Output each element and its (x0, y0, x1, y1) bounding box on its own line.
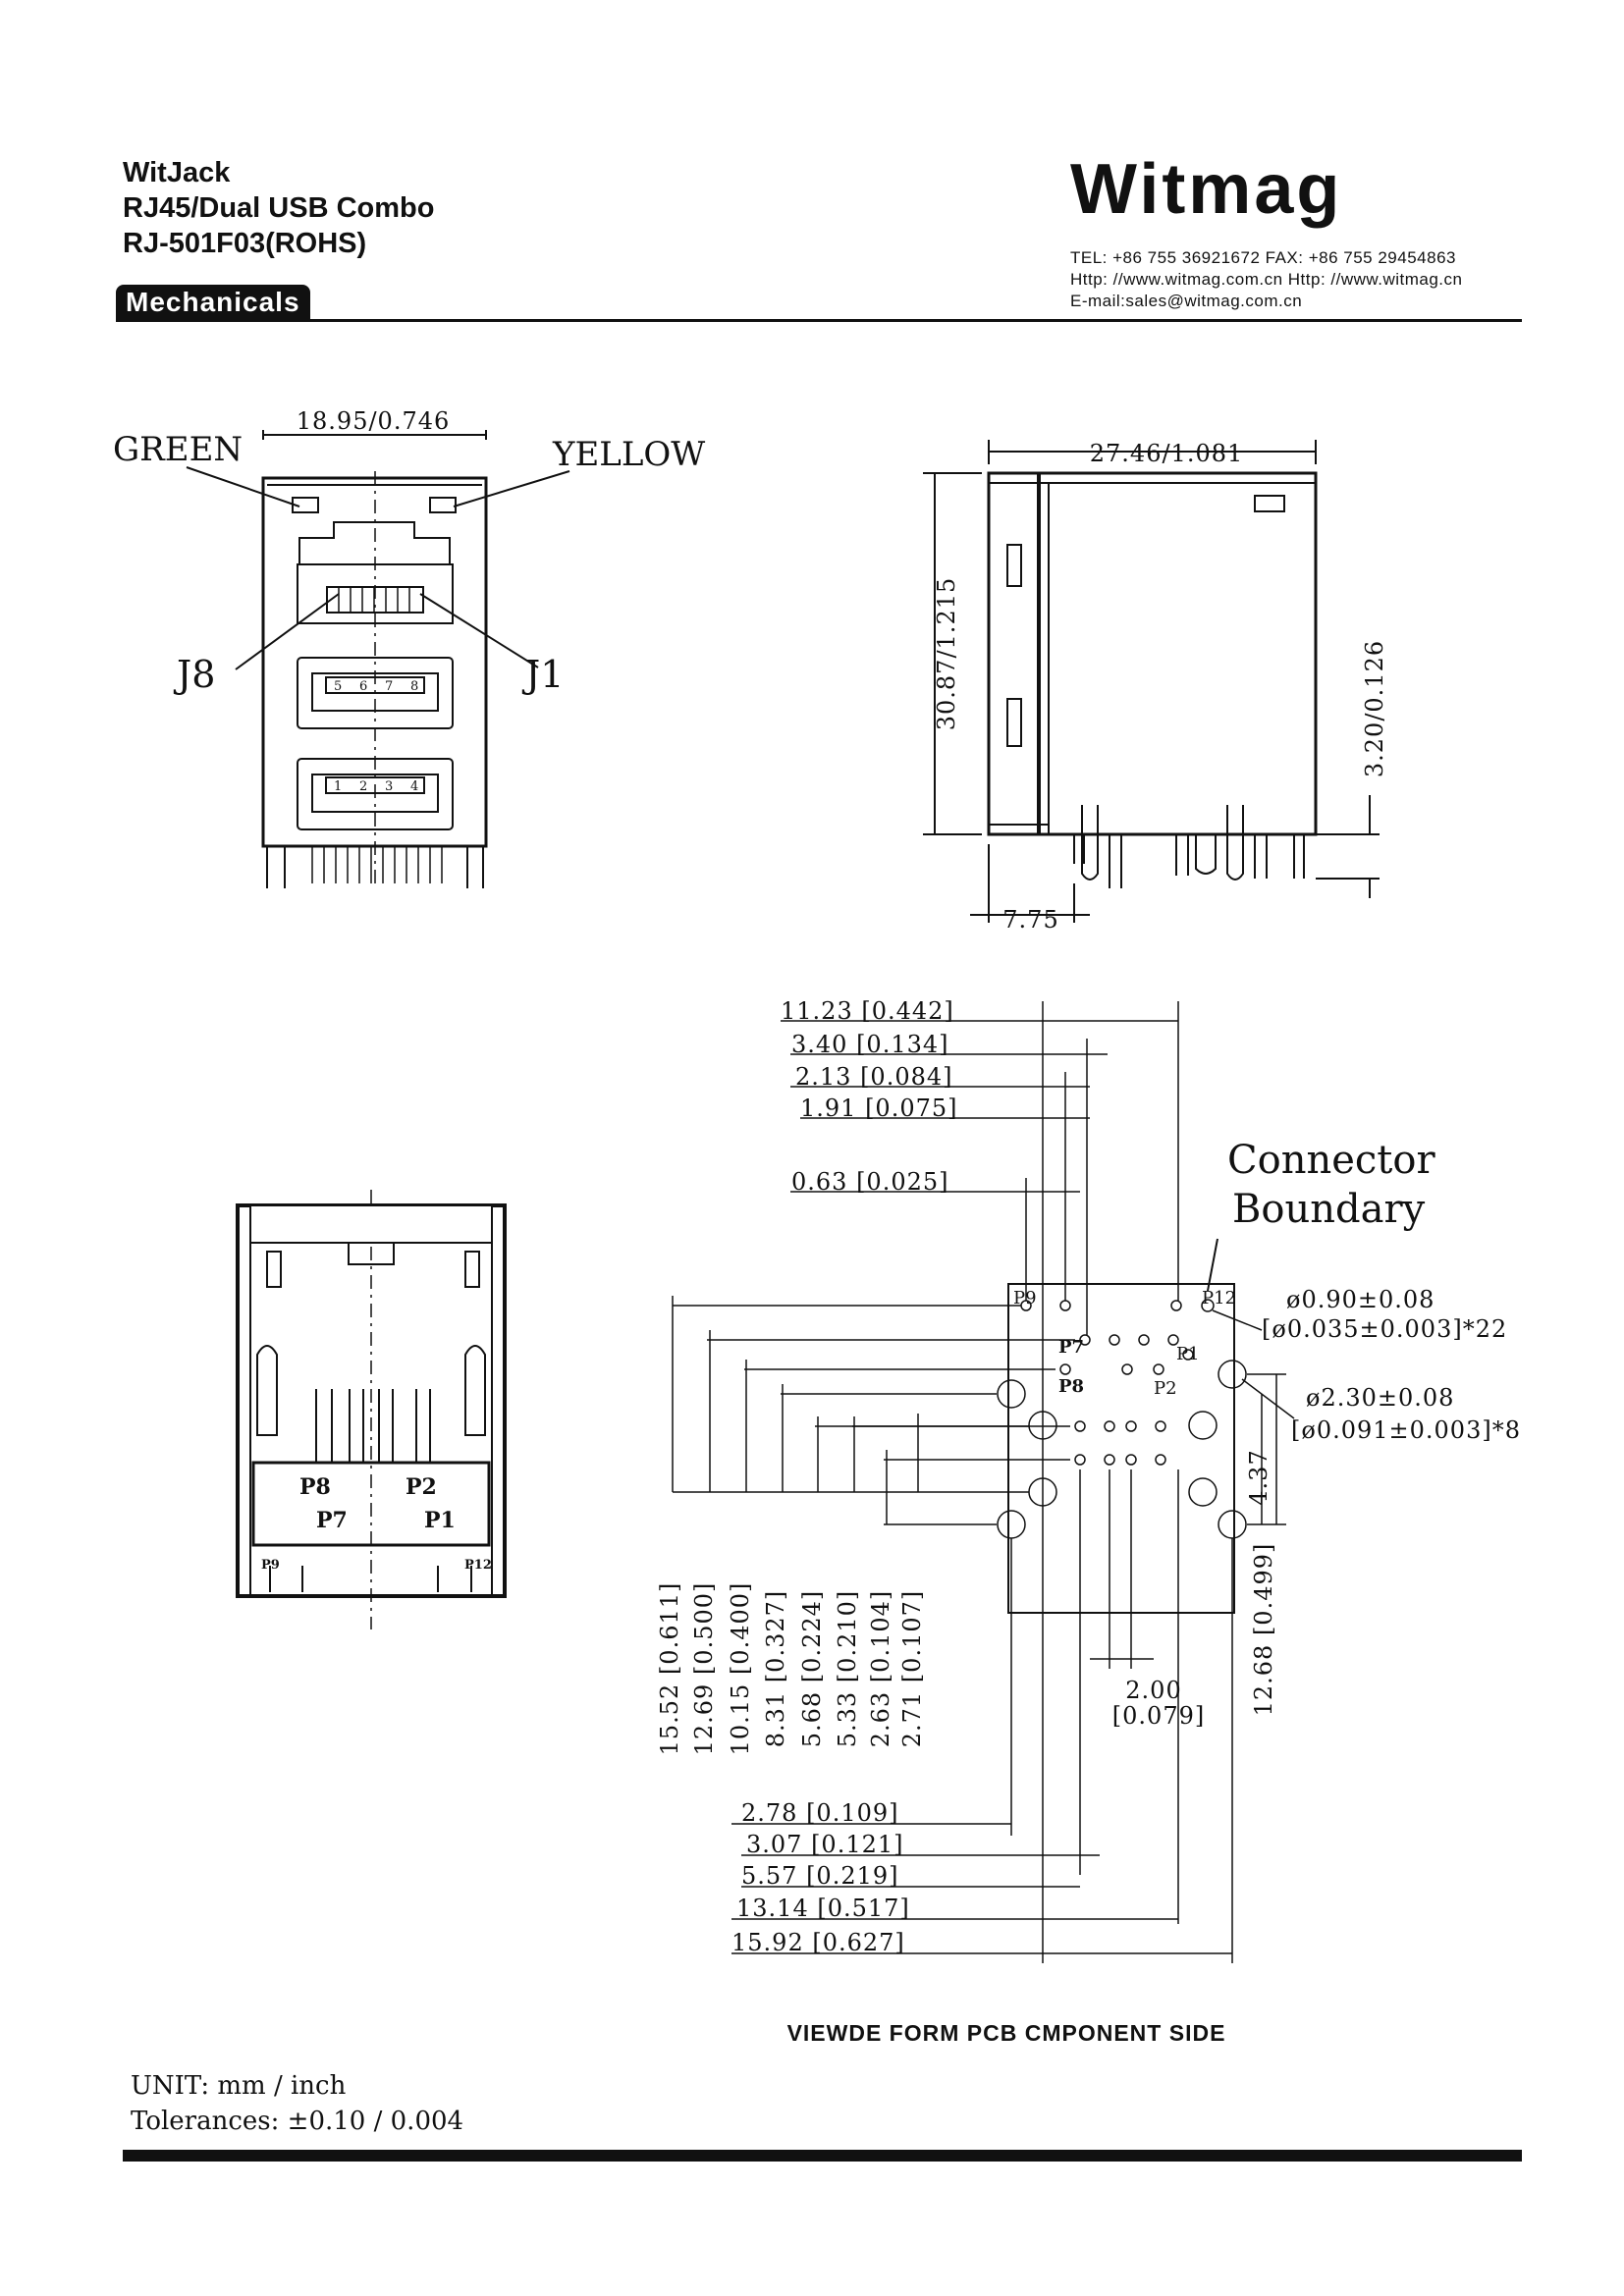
bottom-pin-p7: P7 (316, 1508, 348, 1533)
contact-email: E-mail:sales@witmag.com.cn (1070, 292, 1303, 310)
pin-j8-label: J8 (173, 653, 215, 696)
pcb-pin-p12: P12 (1202, 1288, 1236, 1308)
dim-4-37: 4.37 (1245, 1449, 1272, 1505)
unit-line: UNIT: mm / inch (131, 2071, 347, 2101)
dim-0-63: 0.63 [0.025] (791, 1168, 949, 1196)
usb-top-pin-6: 6 (359, 679, 367, 694)
usb-top-pin-7: 7 (385, 679, 393, 694)
pcb-pin-p1: P1 (1176, 1344, 1200, 1364)
usb-top-pin-8: 8 (410, 679, 418, 694)
dim-13-14: 13.14 [0.517] (736, 1895, 910, 1922)
bottom-view: P8 P2 P7 P1 P9 P12 (236, 1190, 507, 1629)
connector-label-line1: Connector (1227, 1138, 1435, 1183)
green-led-window (292, 497, 319, 513)
led-green-label: GREEN (113, 430, 243, 469)
usb-port-bottom (297, 758, 454, 830)
rj45-port (298, 521, 451, 564)
pcb-pin-p9: P9 (1013, 1288, 1037, 1308)
dim-5-68: 5.68 [0.224] (798, 1590, 826, 1748)
bottom-pin-p1: P1 (424, 1508, 456, 1533)
usb-bottom-pin-4: 4 (410, 779, 418, 794)
dim-2-00-inch: [0.079] (1112, 1702, 1205, 1730)
large-hole-dia-inch: [ø0.091±0.003]*8 (1291, 1416, 1521, 1444)
bottom-pin-p12: P12 (464, 1558, 492, 1573)
side-offset-dim: 7.75 (1002, 906, 1058, 934)
contact-web: Http: //www.witmag.com.cn Http: //www.wi… (1070, 270, 1463, 289)
dim-5-57: 5.57 [0.219] (741, 1862, 899, 1890)
dim-2-63: 2.63 [0.104] (867, 1590, 894, 1748)
side-depth-dim: 27.46/1.081 (1090, 440, 1244, 467)
dim-1-91: 1.91 [0.075] (800, 1095, 958, 1122)
pcb-pin-p8: P8 (1058, 1376, 1084, 1397)
usb-bottom-pin-2: 2 (359, 779, 367, 794)
units-note: UNIT: mm / inch Tolerances: ±0.10 / 0.00… (131, 2068, 463, 2139)
connector-boundary (1007, 1283, 1235, 1614)
led-yellow-label: YELLOW (552, 435, 705, 474)
company-logo: Witmag (1070, 150, 1343, 229)
usb-top-pin-5: 5 (334, 679, 342, 694)
dim-15-52: 15.52 [0.611] (656, 1582, 683, 1756)
title-line-brand: WitJack (123, 157, 231, 188)
usb-port-top (297, 657, 454, 729)
title-line-part-number: RJ-501F03(ROHS) (123, 228, 367, 259)
dim-11-23: 11.23 [0.442] (781, 997, 954, 1025)
dim-2-78: 2.78 [0.109] (741, 1799, 899, 1827)
large-hole-dia: ø2.30±0.08 (1306, 1384, 1454, 1412)
side-view: 27.46/1.081 30.87/1.215 3.20/0.126 (923, 440, 1388, 934)
footer-divider (123, 2150, 1522, 2162)
dim-12-68: 12.68 [0.499] (1250, 1543, 1277, 1717)
connector-label-line2: Boundary (1232, 1187, 1426, 1232)
front-view: 18.95/0.746 GREEN YELLOW J8 J1 (113, 407, 705, 888)
small-holes (1020, 1299, 1215, 1466)
contact-info: TEL: +86 755 36921672 FAX: +86 755 29454… (1070, 247, 1462, 312)
dim-12-69: 12.69 [0.500] (690, 1582, 718, 1756)
pin-j1-label: J1 (521, 653, 564, 696)
tolerance-line: Tolerances: ±0.10 / 0.004 (131, 2107, 464, 2136)
large-holes (997, 1360, 1247, 1539)
yellow-led-window (429, 497, 457, 513)
usb-bottom-pin-3: 3 (385, 779, 393, 794)
small-hole-dia: ø0.90±0.08 (1286, 1286, 1435, 1313)
dim-5-33: 5.33 [0.210] (834, 1590, 861, 1748)
dim-3-40: 3.40 [0.134] (791, 1031, 949, 1058)
usb-bottom-pin-1: 1 (334, 779, 342, 794)
document-title: WitJack RJ45/Dual USB Combo RJ-501F03(RO… (123, 155, 434, 261)
pcb-pin-p7: P7 (1058, 1337, 1084, 1358)
dim-2-71: 2.71 [0.107] (898, 1590, 926, 1748)
side-tail-dim: 3.20/0.126 (1361, 640, 1388, 777)
front-width-dim: 18.95/0.746 (297, 407, 451, 435)
bottom-pin-p8: P8 (299, 1474, 331, 1500)
dim-2-13: 2.13 [0.084] (795, 1063, 953, 1091)
side-height-dim: 30.87/1.215 (933, 577, 960, 731)
latch-window (1254, 495, 1285, 512)
bottom-pin-p2: P2 (406, 1474, 437, 1500)
title-line-product: RJ45/Dual USB Combo (123, 192, 435, 224)
dim-10-15: 10.15 [0.400] (727, 1582, 754, 1756)
dim-8-31: 8.31 [0.327] (762, 1590, 789, 1748)
dim-3-07: 3.07 [0.121] (746, 1831, 904, 1858)
pcb-layout: Connector Boundary P9 P12 P7 (656, 997, 1521, 1963)
section-tab: Mechanicals (116, 285, 310, 322)
header-divider (116, 319, 1522, 322)
dim-2-00: 2.00 (1125, 1677, 1181, 1704)
contact-phone: TEL: +86 755 36921672 FAX: +86 755 29454… (1070, 248, 1456, 267)
view-caption: VIEWDE FORM PCB CMPONENT SIDE (786, 2020, 1226, 2046)
small-hole-dia-inch: [ø0.035±0.003]*22 (1262, 1315, 1507, 1343)
bottom-pin-p9: P9 (261, 1558, 280, 1573)
dim-15-92: 15.92 [0.627] (731, 1929, 905, 1956)
pcb-pin-p2: P2 (1154, 1378, 1177, 1399)
